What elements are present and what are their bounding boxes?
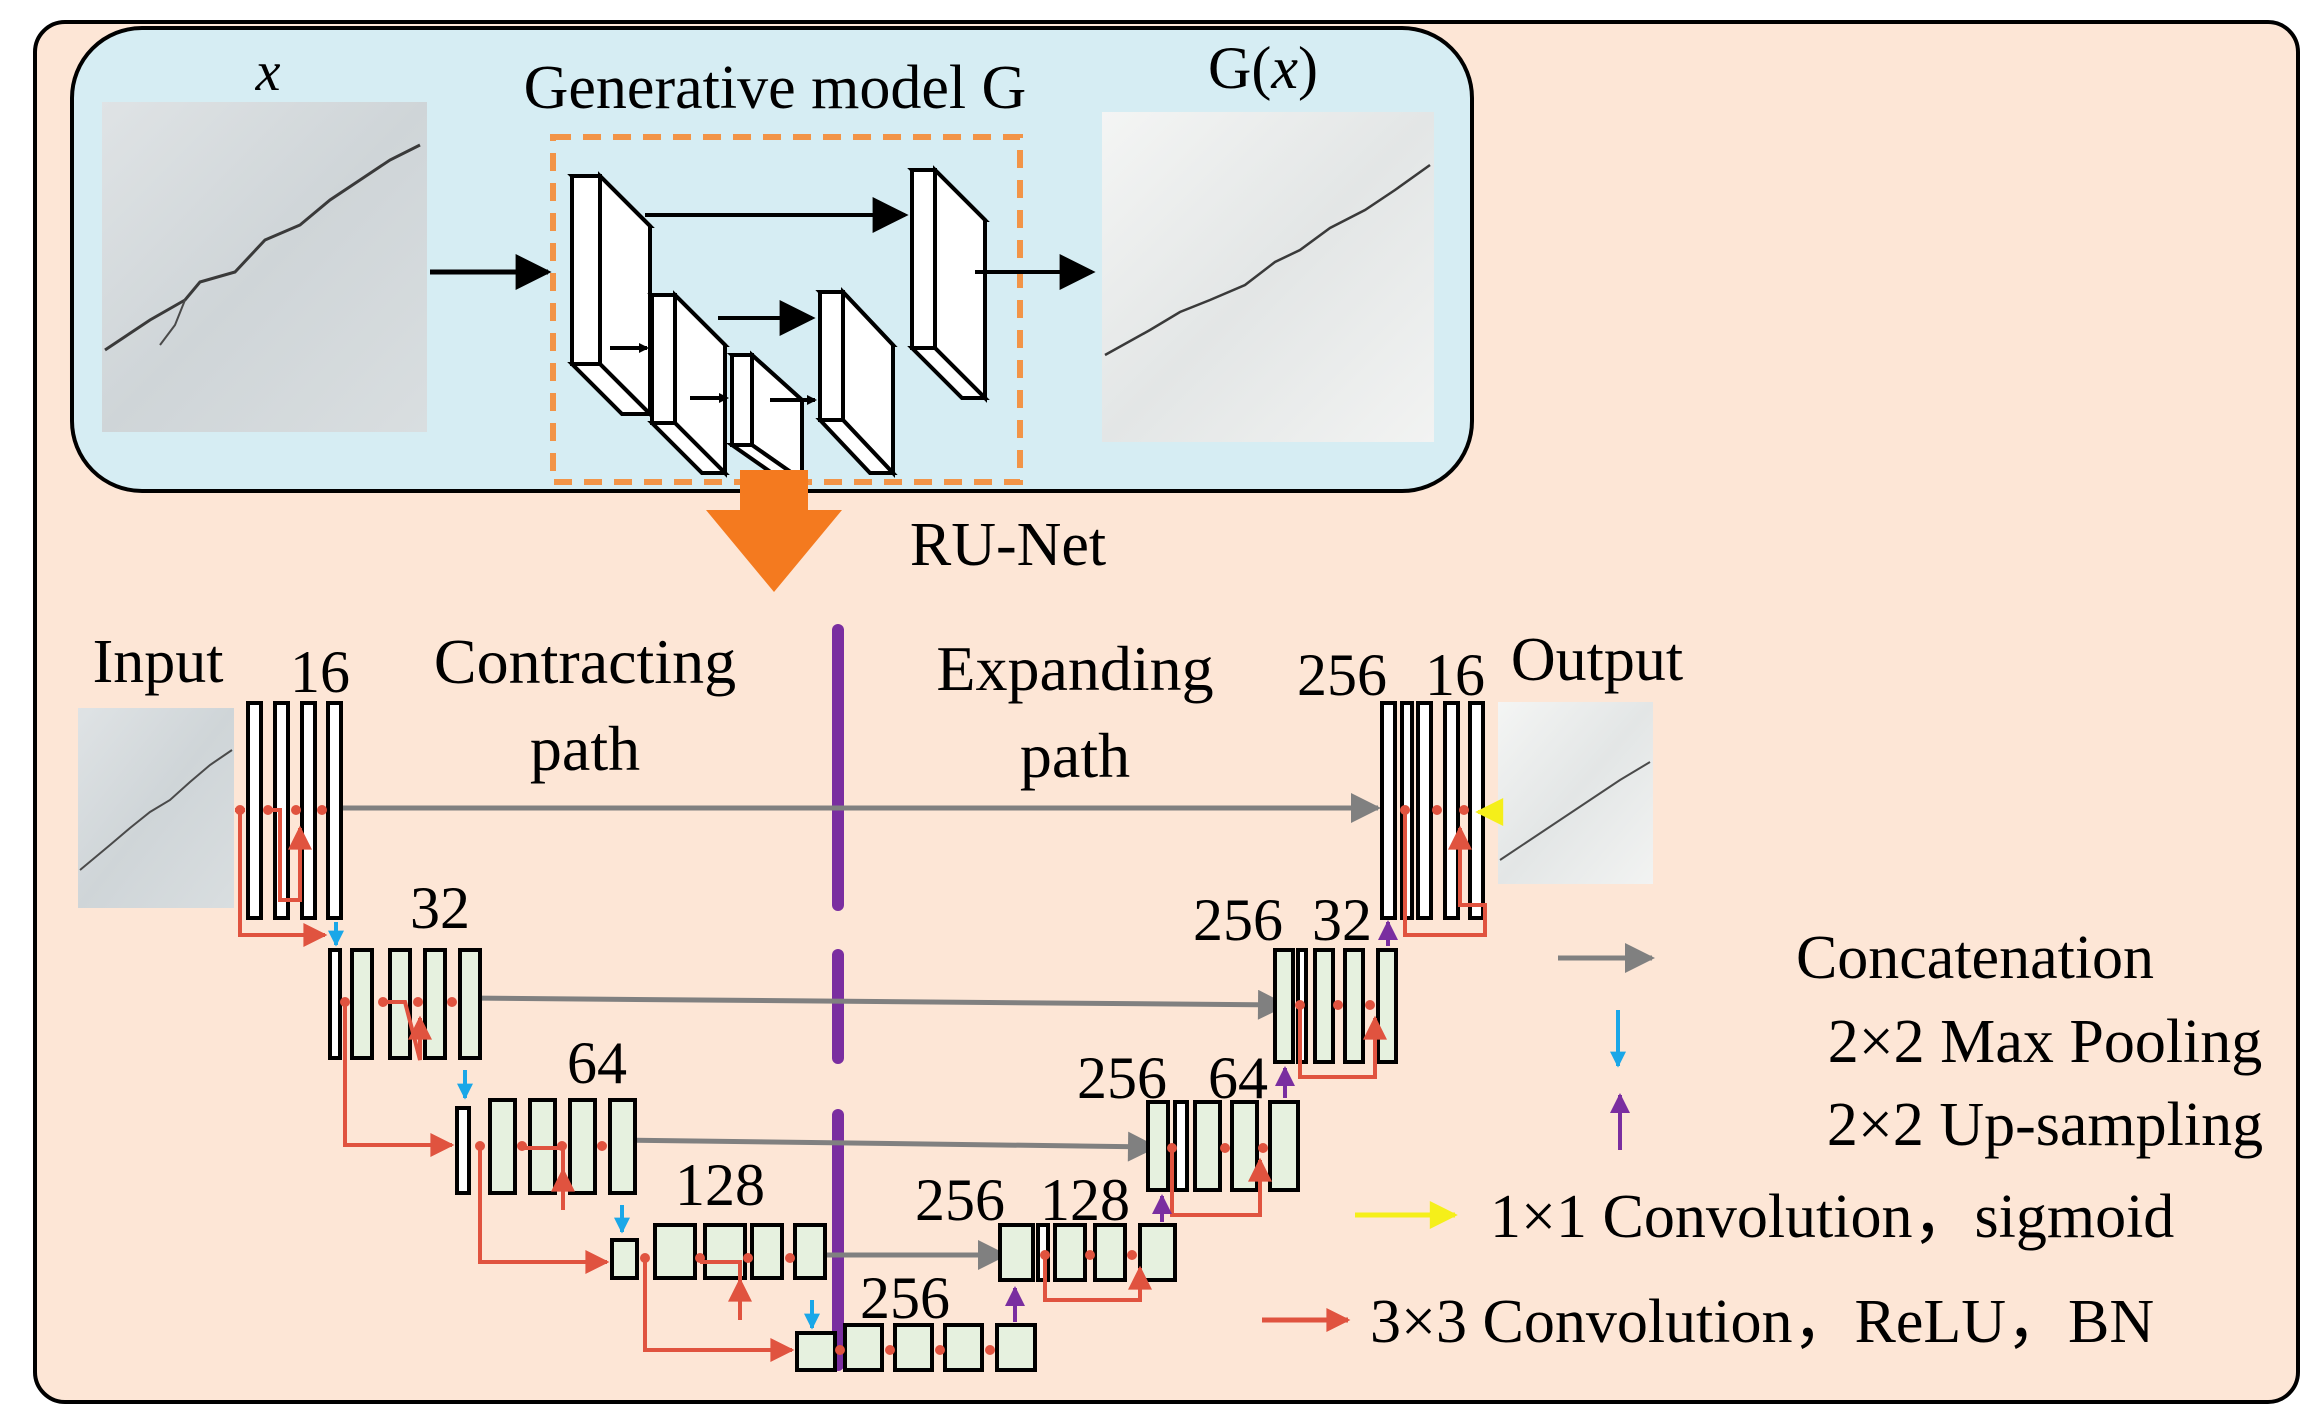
legend-sigmoid-label: 1×1 Convolution，sigmoid — [1490, 1183, 2174, 1251]
expanding-label-line2: path — [1020, 720, 1130, 791]
generator-dashed-box — [550, 134, 1023, 485]
unet-output-label: Output — [1511, 626, 1683, 694]
contracting-label-line1: Contracting — [434, 626, 736, 697]
bottleneck — [795, 1323, 1037, 1372]
upsample-arrows — [1005, 920, 1398, 1322]
concat-arrows — [330, 793, 1381, 1270]
expanding-label-line1: Expanding — [936, 633, 1213, 704]
dec-left-channels-3: 256 — [915, 1167, 1005, 1233]
runet-down-arrow — [706, 470, 842, 592]
pool-arrows — [328, 922, 820, 1330]
unet-input-image — [78, 708, 234, 908]
dec-level-1 — [1273, 948, 1398, 1064]
legend-concat-label: Concatenation — [1796, 924, 2154, 992]
legend-pool-label: 2×2 Max Pooling — [1828, 1008, 2263, 1076]
legend-up-label: 2×2 Up-sampling — [1827, 1091, 2263, 1159]
generator-title: Generative model G — [524, 54, 1027, 122]
generator-internal-arrows — [610, 197, 1096, 405]
generator-output-label: G(x) — [1208, 35, 1318, 101]
g-label-suffix: ) — [1298, 35, 1318, 101]
enc-channels-3: 128 — [675, 1152, 765, 1218]
enc-level-1 — [328, 948, 482, 1060]
generator-output-image — [1102, 112, 1434, 442]
dec-left-channels-1: 256 — [1193, 887, 1283, 953]
unet-output-image — [1498, 702, 1653, 884]
enc-channels-2: 64 — [567, 1030, 627, 1096]
contracting-label-line2: path — [530, 713, 640, 784]
generator-unet-sketch — [567, 165, 990, 484]
dec-right-channels-1: 32 — [1312, 887, 1372, 953]
dec-level-2 — [1146, 1100, 1300, 1192]
enc-channels-1: 32 — [410, 875, 470, 941]
legend: Concatenation 2×2 Max Pooling 2×2 Up-sam… — [1262, 924, 2263, 1356]
generator-input-label: x — [255, 41, 281, 103]
bottleneck-channels: 256 — [860, 1265, 950, 1331]
conv-dots — [235, 805, 1469, 1355]
runet-label: RU-Net — [910, 511, 1106, 579]
enc-channels-0: 16 — [290, 639, 350, 705]
enc-level-0 — [246, 701, 343, 920]
enc-level-3 — [610, 1223, 827, 1280]
g-label-var: x — [1270, 35, 1298, 101]
unet-input-label: Input — [93, 628, 224, 696]
g-label-prefix: G( — [1208, 35, 1271, 101]
legend-relu-label: 3×3 Convolution，ReLU，BN — [1370, 1288, 2154, 1356]
dec-left-channels-0: 256 — [1297, 642, 1387, 708]
conv-arrows — [235, 808, 1487, 1362]
generator-input-image — [102, 102, 427, 432]
dec-level-3 — [998, 1223, 1177, 1282]
dec-right-channels-0: 16 — [1425, 642, 1485, 708]
dec-right-channels-3: 128 — [1040, 1167, 1130, 1233]
